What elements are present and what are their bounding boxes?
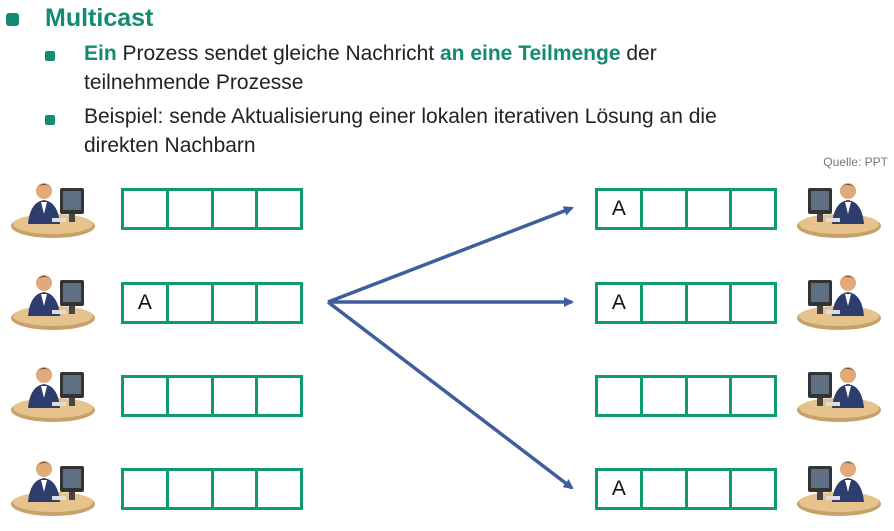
buffer-cell xyxy=(169,191,214,227)
buffer-cell xyxy=(688,378,733,414)
slide-heading: Multicast xyxy=(45,4,154,32)
bullet-marker xyxy=(45,51,55,61)
buffer-cell xyxy=(258,378,300,414)
buffer-cell xyxy=(643,378,688,414)
person-icon xyxy=(11,367,95,422)
buffer-cell xyxy=(169,285,214,321)
buffer-cell xyxy=(732,378,774,414)
bullet-2-line-1: Beispiel: sende Aktualisierung einer lok… xyxy=(84,105,717,128)
buffer-cell: A xyxy=(598,191,643,227)
person-icon xyxy=(11,183,95,238)
buffer-cell xyxy=(732,471,774,507)
buffer-cell: A xyxy=(124,285,169,321)
buffer-cell xyxy=(169,378,214,414)
buffer-cell xyxy=(214,285,259,321)
bullet-1-text-end: der xyxy=(620,42,657,65)
highlight-teilmenge: an eine Teilmenge xyxy=(440,42,621,65)
buffer-cell xyxy=(732,191,774,227)
buffer-cell xyxy=(688,285,733,321)
bullet-marker xyxy=(45,115,55,125)
buffer-cell xyxy=(214,191,259,227)
person-icon xyxy=(797,275,881,330)
right-buffer-1: A xyxy=(595,188,777,230)
person-icon xyxy=(797,461,881,516)
buffer-cell xyxy=(258,191,300,227)
buffer-cell xyxy=(124,378,169,414)
source-caption: Quelle: PPT xyxy=(823,155,888,169)
right-buffer-2: A xyxy=(595,282,777,324)
bullet-1-line-1: Ein Prozess sendet gleiche Nachricht an … xyxy=(84,42,657,66)
bullet-2-line-2: direkten Nachbarn xyxy=(84,134,256,157)
left-buffer-3 xyxy=(121,375,303,417)
bullet-1-line-2: teilnehmende Prozesse xyxy=(84,71,304,94)
buffer-cell xyxy=(643,471,688,507)
buffer-cell: A xyxy=(598,285,643,321)
arrow-to-row-4 xyxy=(326,300,574,490)
right-buffer-4: A xyxy=(595,468,777,510)
person-icon xyxy=(797,367,881,422)
buffer-cell xyxy=(598,378,643,414)
left-buffer-4 xyxy=(121,468,303,510)
buffer-cell xyxy=(732,285,774,321)
buffer-cell: A xyxy=(598,471,643,507)
buffer-cell xyxy=(258,471,300,507)
left-buffer-2: A xyxy=(121,282,303,324)
person-icon xyxy=(11,275,95,330)
buffer-cell xyxy=(258,285,300,321)
buffer-cell xyxy=(124,191,169,227)
person-icon xyxy=(11,461,95,516)
buffer-cell xyxy=(124,471,169,507)
buffer-cell xyxy=(688,191,733,227)
buffer-cell xyxy=(643,191,688,227)
arrow-to-row-1 xyxy=(327,206,574,304)
buffer-cell xyxy=(643,285,688,321)
bullet-marker xyxy=(6,13,19,26)
buffer-cell xyxy=(688,471,733,507)
bullet-1-text: Prozess sendet gleiche Nachricht xyxy=(116,42,440,65)
buffer-cell xyxy=(169,471,214,507)
highlight-ein: Ein xyxy=(84,42,117,65)
buffer-cell xyxy=(214,471,259,507)
right-buffer-3 xyxy=(595,375,777,417)
person-icon xyxy=(797,183,881,238)
left-buffer-1 xyxy=(121,188,303,230)
buffer-cell xyxy=(214,378,259,414)
